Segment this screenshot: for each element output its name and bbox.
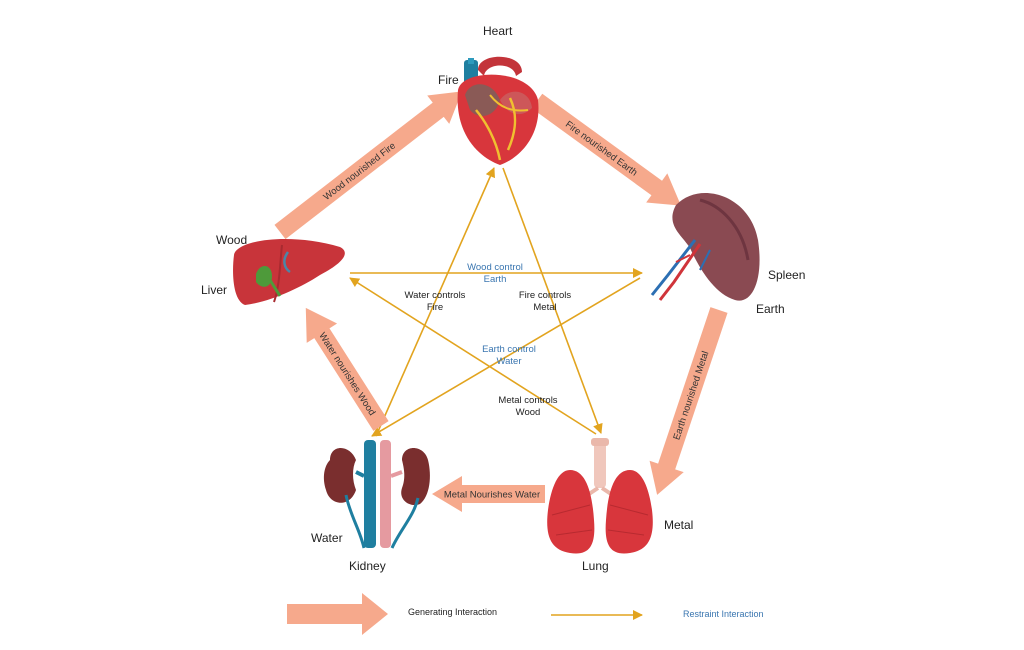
generating-label-wood-fire: Wood nourished Fire xyxy=(322,140,398,203)
lung-icon xyxy=(547,438,653,554)
legend xyxy=(287,593,643,635)
kidney-icon xyxy=(323,440,430,549)
generating-label-earth-metal: Earth nourished Metal xyxy=(671,350,711,442)
restraint-label-metal-wood: Metal controls Wood xyxy=(498,395,558,418)
generating-arrow-wood-fire: Wood nourished Fire xyxy=(274,91,462,240)
restraint-arrow-earth-water xyxy=(371,277,641,437)
restraint-label-water-fire: Water controls Fire xyxy=(404,290,466,313)
heart-icon xyxy=(457,56,539,165)
restraint-arrow-metal-wood xyxy=(349,277,597,435)
generating-arrow-fire-earth: Fire nourished Earth xyxy=(531,93,682,206)
legend-generating-arrow xyxy=(287,593,388,635)
organ-label-heart: Heart xyxy=(483,24,513,38)
generating-label-fire-earth: Fire nourished Earth xyxy=(563,119,639,178)
organ-label-lung: Lung xyxy=(582,559,609,573)
generating-arrow-earth-metal: Earth nourished Metal xyxy=(649,307,728,495)
restraint-label-fire-metal: Fire controls Metal xyxy=(518,290,572,313)
generating-label-metal-water: Metal Nourishes Water xyxy=(444,490,540,501)
generating-label-water-wood: Water nourishes Wood xyxy=(316,331,377,418)
restraint-label-earth-water: Earth control Water xyxy=(482,344,536,367)
spleen-icon xyxy=(650,192,760,301)
restraint-arrow-water-fire xyxy=(375,167,495,437)
liver-icon xyxy=(233,238,345,305)
restraint-label-wood-earth: Wood control Earth xyxy=(467,262,523,285)
legend-label-generating: Generating Interaction xyxy=(408,607,498,617)
generating-arrow-water-wood: Water nourishes Wood xyxy=(305,307,389,431)
element-label-metal: Metal xyxy=(664,518,694,532)
legend-label-restraint: Restraint Interaction xyxy=(683,609,764,619)
element-label-wood: Wood xyxy=(216,233,248,247)
restraint-arrow-fire-metal xyxy=(502,167,603,434)
element-label-water: Water xyxy=(311,531,343,545)
organ-label-spleen: Spleen xyxy=(768,268,806,282)
organ-label-kidney: Kidney xyxy=(349,559,386,573)
organ-label-liver: Liver xyxy=(201,283,228,297)
element-label-earth: Earth xyxy=(756,302,785,316)
element-label-fire: Fire xyxy=(438,73,459,87)
generating-arrow-metal-water: Metal Nourishes Water xyxy=(432,476,545,512)
restraint-lines xyxy=(349,167,643,437)
